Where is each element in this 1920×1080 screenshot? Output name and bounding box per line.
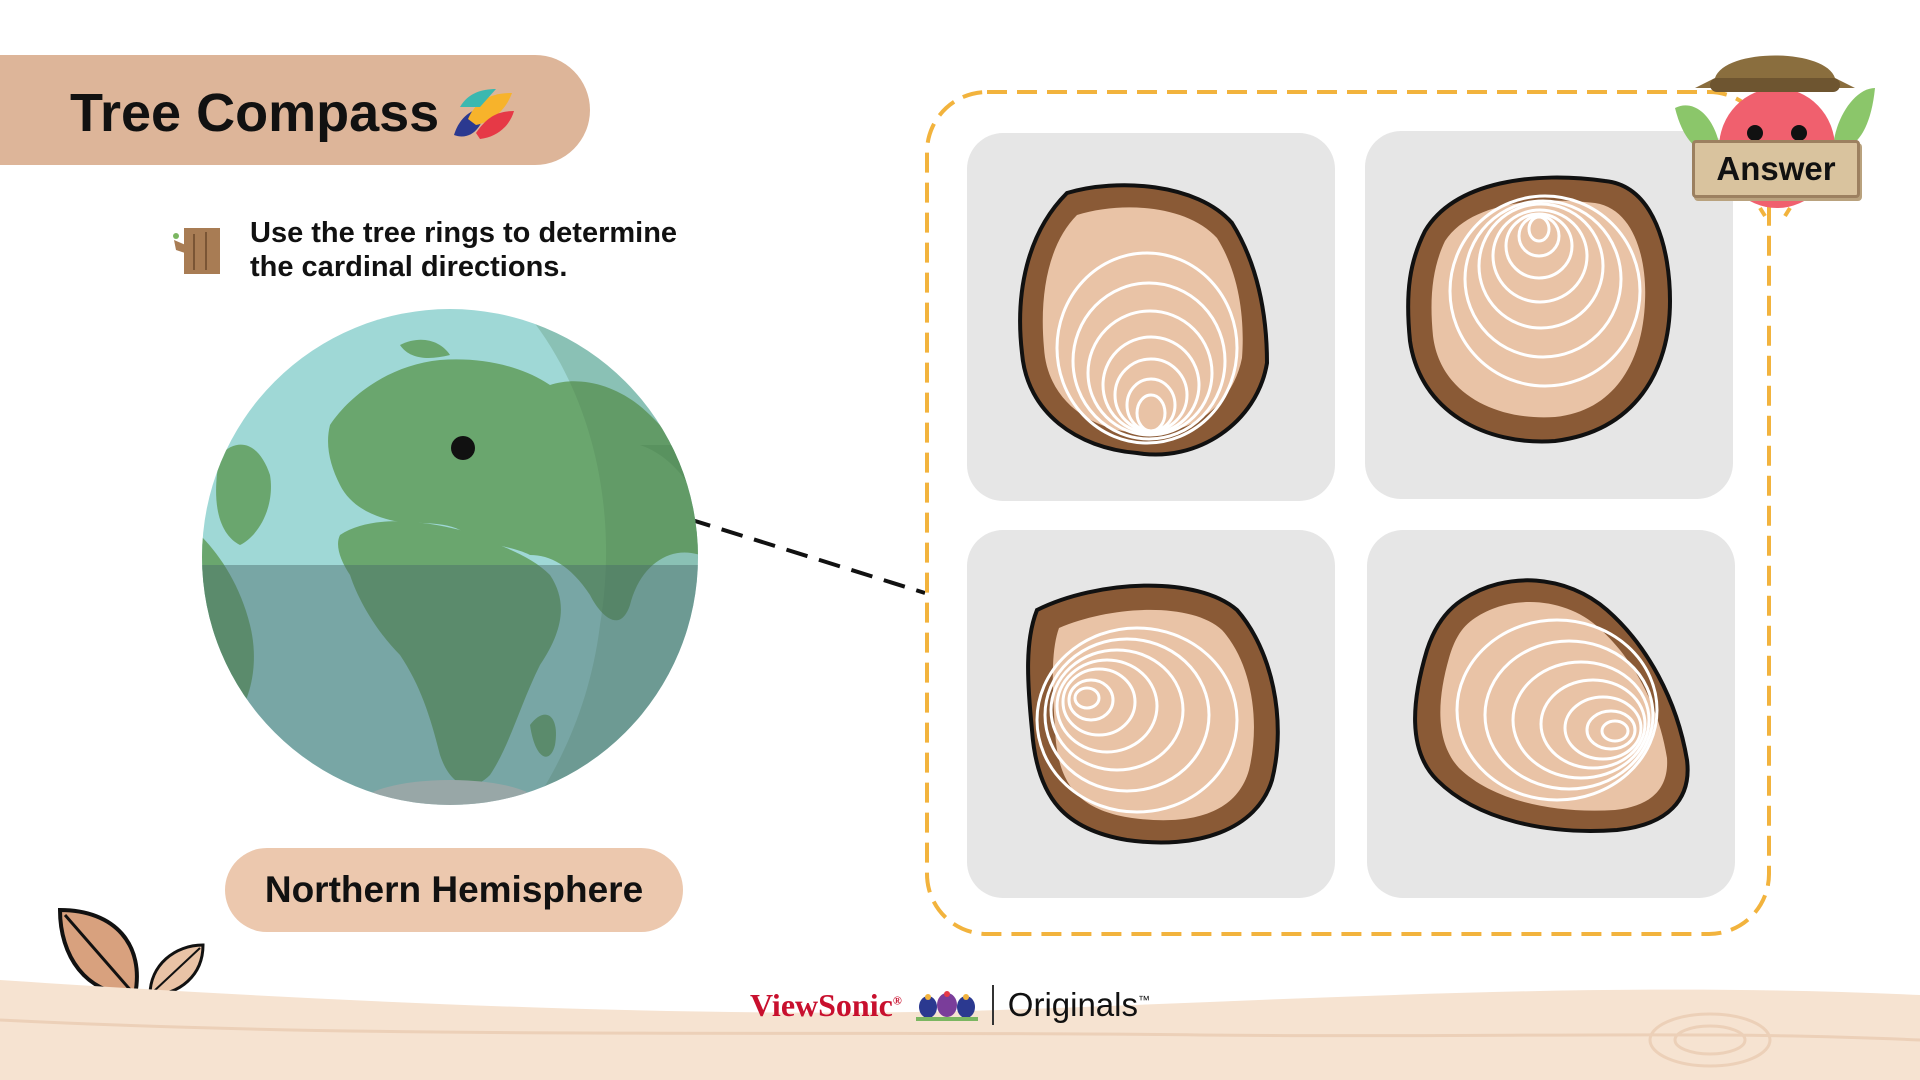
colorful-leaf-logo-icon bbox=[454, 89, 514, 139]
tree-ring-icon bbox=[1413, 578, 1690, 833]
tree-ring-icon bbox=[1018, 183, 1270, 457]
tree-ring-card-3[interactable] bbox=[967, 530, 1335, 898]
page-title: Tree Compass bbox=[70, 83, 440, 143]
tree-ring-card-4[interactable] bbox=[1367, 530, 1735, 898]
hemisphere-label: Northern Hemisphere bbox=[225, 848, 683, 932]
title-banner: Tree Compass bbox=[0, 55, 590, 165]
birds-logo-icon bbox=[915, 991, 978, 1021]
brand-name: ViewSonic® bbox=[750, 986, 902, 1023]
sub-brand: Originals™ bbox=[1007, 986, 1150, 1023]
tree-ring-icon bbox=[1406, 175, 1673, 444]
brand-separator bbox=[991, 985, 994, 1025]
instruction-line-2: the cardinal directions. bbox=[250, 251, 568, 283]
answer-button[interactable]: Answer bbox=[1692, 140, 1860, 198]
tree-stump-icon bbox=[173, 228, 220, 274]
instruction-line-1: Use the tree rings to determine bbox=[250, 217, 678, 249]
tree-ring-icon bbox=[1026, 583, 1280, 845]
globe-illustration bbox=[202, 309, 698, 805]
ground-decoration bbox=[0, 980, 1920, 1080]
tree-ring-card-2[interactable] bbox=[1365, 131, 1733, 499]
instruction-text: Use the tree rings to determine the card… bbox=[250, 216, 770, 284]
footer-brand: ViewSonic® Originals™ bbox=[750, 985, 1150, 1025]
tree-ring-card-1[interactable] bbox=[967, 133, 1335, 501]
leaves-icon bbox=[57, 907, 205, 998]
